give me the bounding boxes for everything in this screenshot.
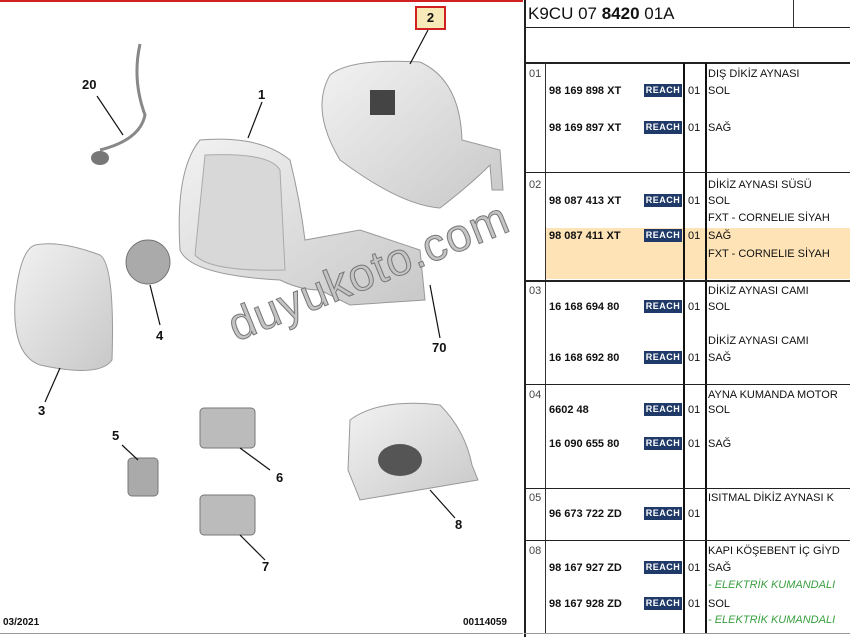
note: FXT - CORNELIE SİYAH [708,248,830,260]
divider [524,280,850,282]
callout-8: 8 [455,517,463,532]
section-title: ISITMAL DİKİZ AYNASI K [708,492,834,504]
section-title: DIŞ DİKİZ AYNASI [708,68,800,80]
side: SOL [708,195,731,207]
quantity: 01 [688,85,701,97]
diagram-code: 00114059 [463,617,507,628]
note: FXT - CORNELIE SİYAH [708,212,830,224]
divider [524,27,850,28]
divider [524,62,850,64]
section-title: AYNA KUMANDA MOTOR [708,389,838,401]
side: SOL [708,301,731,313]
callout-1: 1 [258,87,266,102]
part-number[interactable]: 98 169 897 XT [549,122,622,134]
section-number: 02 [529,179,542,191]
note: - ELEKTRİK KUMANDALI [708,579,836,591]
divider [524,172,850,173]
callout-20: 20 [82,77,97,92]
table-left-border [524,0,526,637]
column-divider [545,63,546,633]
divider [524,633,850,634]
column-divider [705,63,707,633]
divider [524,540,850,541]
section-number: 03 [529,285,542,297]
quantity: 01 [688,301,701,313]
part-number[interactable]: 96 673 722 ZD [549,508,622,520]
diagram-top-border [0,0,523,2]
note: - ELEKTRİK KUMANDALI [708,614,836,626]
reach-badge: REACH [644,597,682,610]
diagram-bottom-line [0,633,523,634]
part-number[interactable]: 6602 48 [549,404,589,416]
section-title: DİKİZ AYNASI CAMI [708,285,809,297]
part-number-selected[interactable]: 98 087 411 XT [549,230,621,242]
reach-badge: REACH [644,351,682,364]
part-number[interactable]: 98 169 898 XT [549,85,622,97]
quantity: 01 [688,508,701,520]
quantity: 01 [688,352,701,364]
side: SAĞ [708,230,732,242]
exploded-view-drawing [14,29,504,561]
reach-badge: REACH [644,300,682,313]
side: SAĞ [708,438,732,450]
reach-badge: REACH [644,84,682,97]
quantity: 01 [688,438,701,450]
row-title: DİKİZ AYNASI CAMI [708,335,809,347]
callout-6: 6 [276,470,284,485]
reach-badge: REACH [644,194,682,207]
selected-row-highlight [546,228,850,279]
section-number: 01 [529,68,542,80]
part-number[interactable]: 16 168 694 80 [549,301,620,313]
reach-badge: REACH [644,437,682,450]
quantity: 01 [688,562,701,574]
quantity: 01 [688,195,701,207]
callout-70: 70 [432,340,447,355]
divider [524,488,850,489]
part-number[interactable]: 16 090 655 80 [549,438,620,450]
part-number[interactable]: 98 167 927 ZD [549,562,622,574]
section-title: KAPI KÖŞEBENT İÇ GİYD [708,545,840,557]
section-number: 08 [529,545,542,557]
parts-table: K9CU 07 8420 01A 01 DIŞ DİKİZ AYNASI 98 … [524,0,850,637]
reach-badge: REACH [644,403,682,416]
section-number: 04 [529,389,542,401]
part-number[interactable]: 98 167 928 ZD [549,598,622,610]
side: SOL [708,85,731,97]
side: SOL [708,404,731,416]
side: SAĞ [708,352,732,364]
quantity: 01 [688,230,701,242]
callout-2-selected[interactable]: 2 [415,6,446,30]
section-title: DİKİZ AYNASI SÜSÜ [708,179,812,191]
reach-badge: REACH [644,121,682,134]
callout-3: 3 [38,403,46,418]
side: SAĞ [708,122,732,134]
parts-diagram: 20 1 2 3 4 5 6 7 8 70 03/2021 00114059 [0,0,523,634]
side: SOL [708,598,731,610]
quantity: 01 [688,122,701,134]
callout-5: 5 [112,428,120,443]
header-divider [793,0,794,28]
reach-badge: REACH [644,229,682,242]
side: SAĞ [708,562,732,574]
quantity: 01 [688,598,701,610]
callout-4: 4 [156,328,164,343]
reach-badge: REACH [644,507,682,520]
section-number: 05 [529,492,542,504]
diagram-date: 03/2021 [3,617,40,628]
divider [524,384,850,385]
column-divider [683,63,685,633]
callout-7: 7 [262,559,270,574]
part-number[interactable]: 98 087 413 XT [549,195,622,207]
part-number[interactable]: 16 168 692 80 [549,352,620,364]
quantity: 01 [688,404,701,416]
reach-badge: REACH [644,561,682,574]
table-header-ref: K9CU 07 8420 01A [528,4,675,23]
